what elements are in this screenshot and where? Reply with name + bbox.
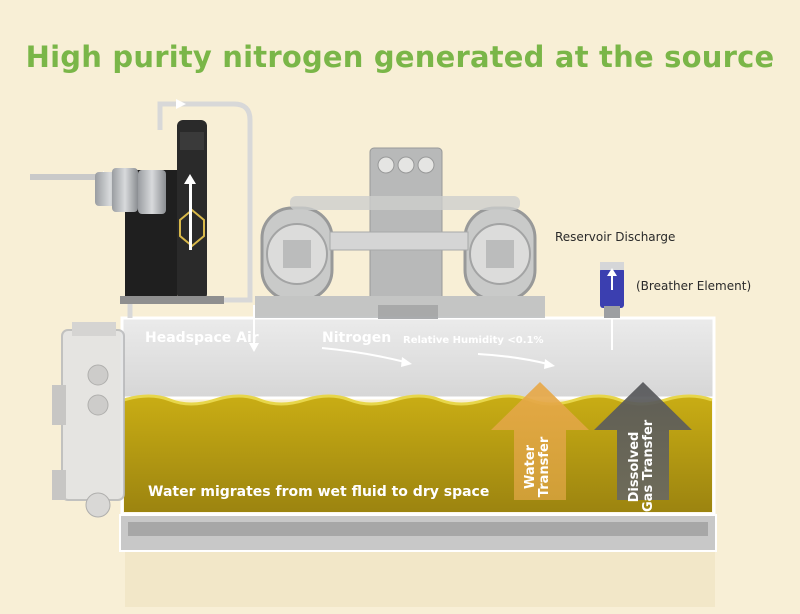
breather-element-label: (Breather Element): [636, 279, 752, 293]
reservoir-discharge-label: Reservoir Discharge: [555, 230, 676, 244]
pump-icon: [255, 147, 545, 319]
humidity-flow-arrow: [477, 353, 549, 365]
tank-base-strip: [128, 522, 708, 536]
air-inlet-pipe: [30, 174, 100, 180]
nitrogen-flow-arrow: [321, 347, 406, 363]
breather-icon: [600, 262, 624, 318]
dissolved-gas-transfer-label: Dissolved Gas Transfer: [627, 419, 656, 512]
nitrogen-generator-icon: [95, 120, 224, 304]
fluid-surface: [123, 394, 713, 406]
headspace-air-label: Headspace Air: [145, 330, 259, 346]
nitrogen-label: Nitrogen: [322, 330, 392, 346]
tank-headspace: [120, 316, 716, 400]
heat-exchanger-icon: [52, 322, 125, 518]
water-migrates-label: Water migrates from wet fluid to dry spa…: [148, 484, 490, 500]
water-transfer-arrow: [491, 382, 589, 500]
tank-reflection: [125, 552, 715, 607]
page-title: High purity nitrogen generated at the so…: [25, 40, 775, 74]
water-transfer-label: Water Transfer: [523, 436, 552, 498]
dissolved-gas-arrow: [594, 382, 692, 500]
pipe-flow-arrow: [176, 99, 186, 109]
relative-humidity-label: Relative Humidity <0.1%: [403, 335, 544, 346]
nitrogen-pipe: [127, 101, 253, 318]
